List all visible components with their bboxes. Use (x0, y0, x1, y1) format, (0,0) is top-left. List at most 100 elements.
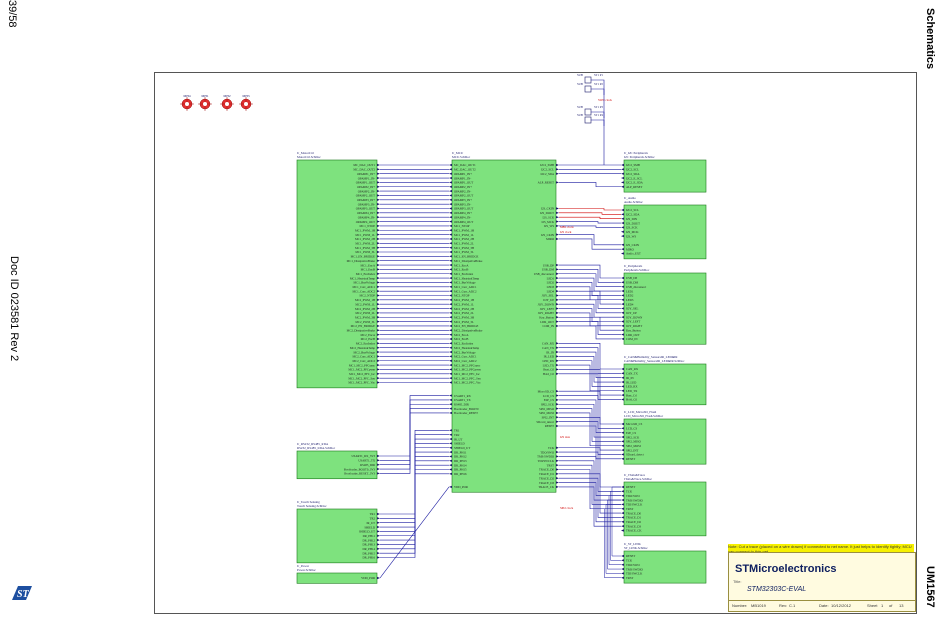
pin-port (556, 450, 559, 454)
pin-label: USB_disconnect (534, 272, 554, 276)
block-file-can: CAN&Humidity_SensorsIR_LED&IR.SchDoc (624, 359, 685, 363)
pin-port (621, 329, 624, 332)
pin-label: USB_DP (543, 263, 555, 267)
mounting-hole-label: MH1 (201, 94, 208, 98)
wire (380, 473, 449, 558)
wire (559, 351, 621, 378)
wire (559, 208, 621, 211)
pin-port (556, 485, 559, 489)
pin-port (377, 346, 380, 349)
block-title-motor: U_MotorCtrl (297, 151, 314, 155)
pin-port (449, 194, 452, 197)
mounting-hole-icon (220, 97, 234, 111)
pin-port (621, 243, 624, 246)
pin-port (621, 298, 624, 301)
pin-port (621, 485, 624, 489)
pin-label: ALP_RESET (626, 185, 643, 189)
pin-label: TRACE_D1 (626, 516, 642, 520)
pin-port (556, 163, 559, 167)
pin-label: I2S_DIN (626, 217, 638, 221)
pin-label: TDI/SWCLK (626, 572, 643, 576)
pin-port (377, 307, 380, 310)
pin-label: MC2_HeatsinkTemp (350, 346, 376, 350)
net-label: SWD clock (598, 98, 612, 102)
pin-label: MC1_PWM_2H (355, 237, 376, 241)
pin-label: MC1_DissipativeBrake (347, 259, 376, 263)
pin-port (449, 242, 452, 245)
pin-label: SPI2_MISO (539, 407, 555, 411)
pin-label: DR_PH11 (454, 450, 467, 454)
pin-label: RESET (626, 457, 635, 461)
pin-label: USART1_RX (454, 394, 472, 398)
pin-label: RESET (626, 554, 635, 558)
pin-port (449, 233, 452, 236)
pin-label: DR_PH14 (454, 463, 467, 467)
pin-label: LDR_OUT (626, 333, 640, 337)
pin-label: MC2_BusVoltage (354, 350, 376, 354)
block-title-audio: U_Audio (624, 196, 636, 200)
pin-port (556, 472, 559, 476)
pin-port (377, 530, 380, 533)
pin-port (449, 189, 452, 193)
mounting-hole-label: MH3 (242, 94, 249, 98)
net-label: I2S clock (560, 230, 572, 234)
pin-port (377, 538, 380, 542)
pin-port (377, 551, 380, 555)
pin-port (449, 307, 452, 310)
pin-label: TDO/SWO (626, 494, 640, 498)
pin-port (621, 247, 624, 251)
pin-label: I2C2_SDA (626, 172, 640, 176)
pin-port (621, 576, 624, 579)
pin-label: OPAMP1_IN+ (454, 172, 472, 176)
pin-port (377, 311, 380, 315)
block-title-i2c: U_I2C Peripherals (624, 151, 649, 155)
pin-label: OPAMP4_IN+ (454, 211, 472, 215)
pin-port (377, 198, 380, 201)
pin-port (449, 163, 452, 167)
pin-port (377, 337, 380, 341)
date-label: Date: (819, 603, 829, 608)
wire (559, 216, 621, 219)
pin-port (621, 217, 624, 220)
pin-port (449, 303, 452, 306)
wire (559, 456, 621, 496)
pin-port (556, 276, 559, 280)
wire (610, 491, 621, 561)
pin-port (621, 168, 624, 171)
jumper-jp2 (584, 85, 592, 93)
pin-port (556, 294, 559, 297)
pin-port (621, 294, 624, 297)
pin-label: TRACE_D2 (626, 520, 642, 524)
pin-label: JOY_UP (626, 311, 637, 315)
wire (559, 303, 621, 318)
pin-port (621, 444, 624, 447)
pin-port (556, 263, 559, 267)
pin-port (449, 276, 452, 280)
pin-label: MC2_PWM_1L (355, 302, 375, 306)
pin-label: MC2_BusVoltage (454, 350, 476, 354)
pin-label: JOY_RIGHT (626, 324, 642, 328)
pin-label: MC2_Curr_ADC1 (454, 355, 477, 359)
pin-label: JOY_LEFT (626, 320, 640, 324)
pin-port (377, 185, 380, 188)
block-title-mcu: U_MCU (452, 151, 464, 155)
pin-port (621, 289, 624, 293)
pin-label: MC1_EncIndex (454, 272, 474, 276)
rev-value: C.1 (789, 603, 796, 608)
pin-label: MC1_EncA (454, 263, 469, 267)
pin-label: JOY_DOWN (538, 302, 555, 306)
pin-label: MC1_MC2_PFCsync (454, 363, 481, 367)
pin-label: TMS/SWDIO (626, 567, 644, 571)
wire (559, 425, 621, 460)
pin-label: Audio_EXT (626, 252, 641, 256)
pin-label: LED1 (626, 289, 634, 293)
pin-label: I2C2_SDA (626, 213, 640, 217)
pin-label: Bust_Ctl (543, 368, 554, 372)
pin-label: OPAMP2_IN- (358, 189, 375, 193)
pin-label: MC2_PWM_3H (454, 315, 475, 319)
pin-label: MC1_PWM_3L (355, 250, 375, 254)
company-name: STMicroelectronics (735, 563, 837, 575)
pin-port (377, 472, 380, 475)
pin-label: OPAMP1_OUT (356, 181, 375, 185)
pin-port (377, 543, 380, 546)
